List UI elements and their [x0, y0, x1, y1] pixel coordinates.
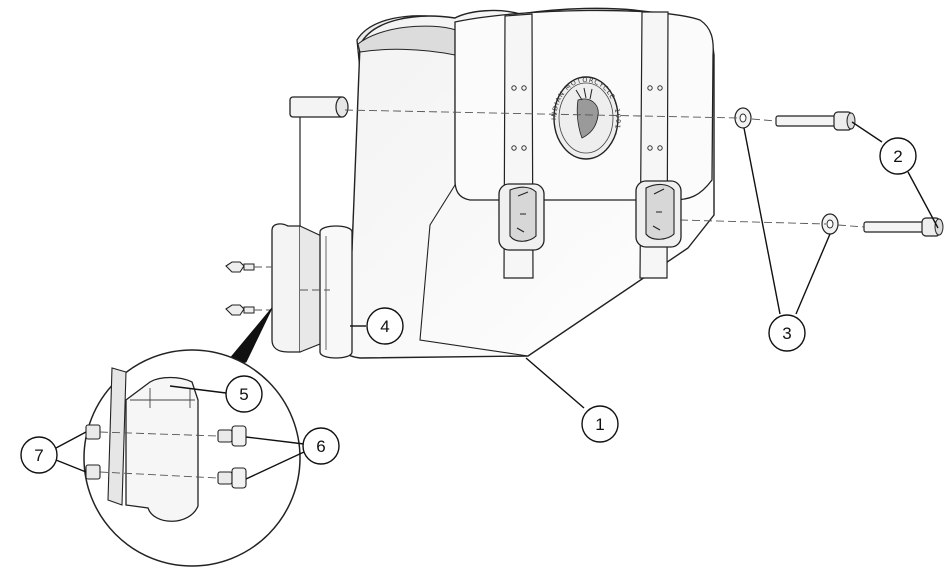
leader-lines: [55, 121, 939, 480]
callout-5: 5: [225, 375, 263, 413]
mount-spacer: [271, 223, 353, 359]
bolt-lower: [863, 217, 944, 237]
right-buckle: [635, 180, 682, 248]
washer-lower: [821, 213, 839, 235]
inset-bolt-lower: [217, 467, 247, 489]
callout-7-label: 7: [34, 446, 43, 465]
left-mount-bolt-upper: [225, 261, 255, 273]
callout-2: 2: [879, 137, 917, 175]
left-mount-bolt-lower: [225, 304, 255, 316]
bolt-upper: [775, 111, 856, 131]
saddlebag: INDIAN MOTORCYCLE · 1901 ·: [225, 7, 715, 359]
callout-6: 6: [302, 427, 340, 465]
callout-3-label: 3: [782, 324, 791, 343]
callout-2-label: 2: [893, 147, 902, 166]
callout-1: 1: [581, 405, 619, 443]
alignment-lines: [254, 109, 865, 311]
callout-7: 7: [20, 436, 58, 474]
left-buckle: [498, 183, 545, 251]
inset-bolt-upper: [217, 425, 247, 447]
washer-upper: [734, 107, 752, 129]
detail-inset: [83, 307, 301, 567]
callout-3: 3: [768, 314, 806, 352]
callout-6-label: 6: [316, 437, 325, 456]
callout-4-label: 4: [380, 317, 389, 336]
inset-nut-upper: [85, 424, 101, 440]
inset-spacer: [107, 367, 199, 522]
callout-4: 4: [366, 307, 404, 345]
inset-nut-lower: [85, 464, 101, 480]
indian-motorcycle-emblem: INDIAN MOTORCYCLE · 1901 ·: [550, 76, 621, 160]
callout-1-label: 1: [595, 415, 604, 434]
callout-5-label: 5: [239, 385, 248, 404]
